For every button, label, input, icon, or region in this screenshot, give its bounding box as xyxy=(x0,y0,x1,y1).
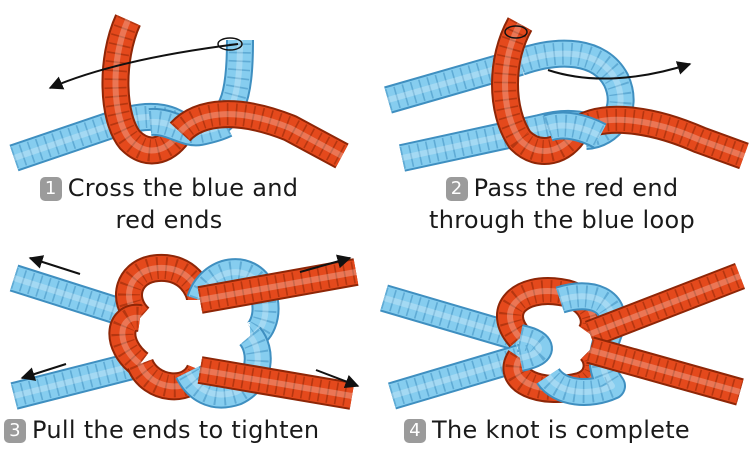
blue-rope-segment xyxy=(380,284,524,352)
step-4-illustration xyxy=(380,262,746,410)
step-4-text: The knot is complete xyxy=(432,416,690,444)
blue-rope-segment xyxy=(175,326,272,409)
red-rope-segment xyxy=(491,17,588,165)
arrow-icon xyxy=(48,43,239,90)
red-rope-segment xyxy=(169,100,349,169)
blue-rope-segment xyxy=(388,344,524,410)
step-1-text-line2: red ends xyxy=(115,206,223,234)
blue-rope-segment xyxy=(10,350,144,410)
step-1-text-line1: Cross the blue and xyxy=(67,174,299,202)
step-3-text: Pull the ends to tighten xyxy=(32,416,320,444)
step-2-illustration xyxy=(384,17,749,172)
arrow-icon xyxy=(28,255,81,275)
red-rope-segment xyxy=(586,336,744,406)
step-3-badge: 3 xyxy=(4,419,26,443)
red-rope-segment xyxy=(108,303,150,376)
arrow-icon xyxy=(315,369,360,389)
blue-rope-segment xyxy=(516,324,553,372)
step-1-illustration xyxy=(9,14,349,172)
step-3-illustration xyxy=(9,253,360,410)
arrow-icon xyxy=(299,254,352,273)
red-rope-segment xyxy=(197,258,359,314)
red-rope-segment xyxy=(101,14,192,165)
step-2-badge: 2 xyxy=(445,177,468,201)
blue-rope-segment xyxy=(543,111,607,149)
step-2-text-line2: through the blue loop xyxy=(428,206,696,234)
arrow-icon xyxy=(547,61,692,80)
red-rope-segment xyxy=(584,262,746,348)
step-1-badge: 1 xyxy=(39,177,62,201)
arrow-icon xyxy=(20,363,67,381)
step-2-text-line1: Pass the red end xyxy=(473,174,679,202)
step-4-badge: 4 xyxy=(404,419,426,443)
red-rope-segment xyxy=(197,356,355,410)
